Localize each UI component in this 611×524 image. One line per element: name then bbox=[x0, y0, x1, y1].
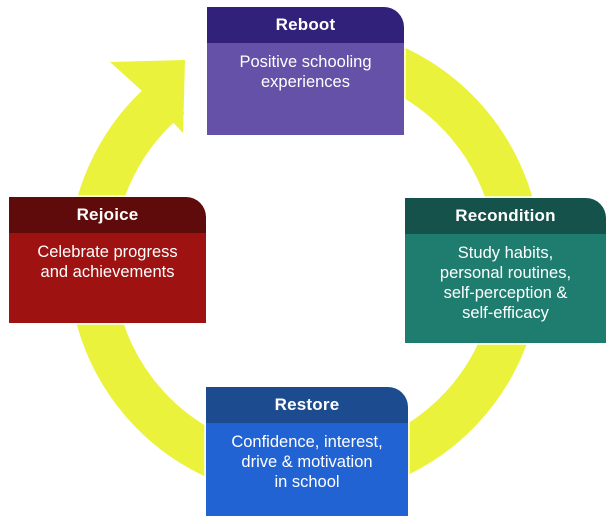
stage-description-recondition: Study habits, personal routines, self-pe… bbox=[405, 234, 606, 343]
stage-title-restore: Restore bbox=[206, 387, 408, 423]
stage-box-restore: Restore Confidence, interest, drive & mo… bbox=[204, 385, 410, 518]
stage-title-rejoice: Rejoice bbox=[9, 197, 206, 233]
stage-box-reboot: Reboot Positive schooling experiences bbox=[205, 5, 406, 137]
stage-description-reboot: Positive schooling experiences bbox=[207, 43, 404, 135]
stage-box-rejoice: Rejoice Celebrate progress and achieveme… bbox=[7, 195, 208, 325]
cycle-arrow-head-icon bbox=[110, 60, 185, 133]
stage-title-recondition: Recondition bbox=[405, 198, 606, 234]
stage-description-rejoice: Celebrate progress and achievements bbox=[9, 233, 206, 323]
stage-title-reboot: Reboot bbox=[207, 7, 404, 43]
stage-box-recondition: Recondition Study habits, personal routi… bbox=[403, 196, 608, 345]
stage-description-restore: Confidence, interest, drive & motivation… bbox=[206, 423, 408, 516]
